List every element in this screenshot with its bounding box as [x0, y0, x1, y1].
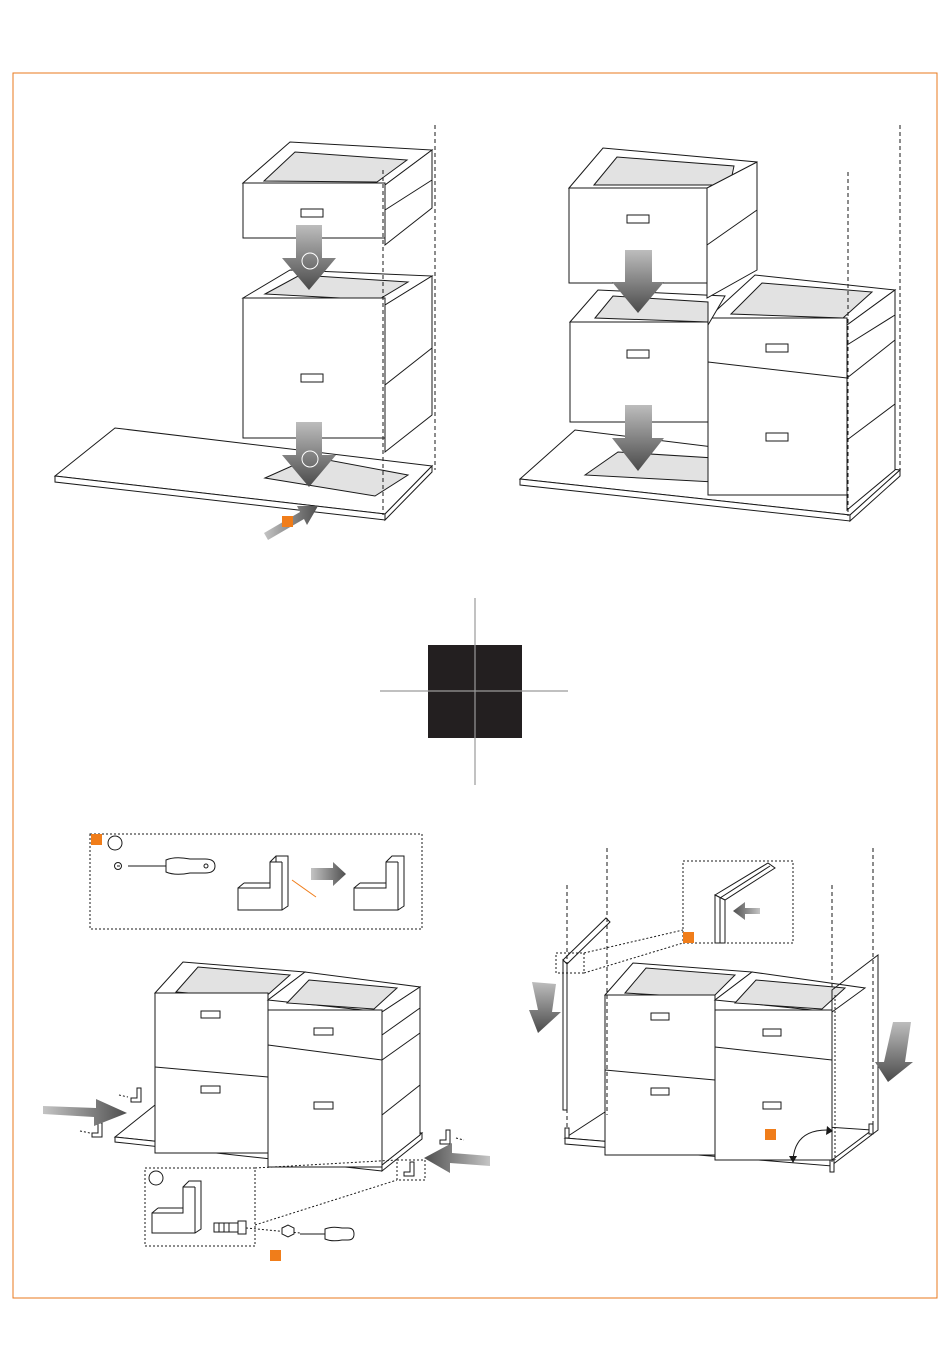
right-arrow-icon — [311, 862, 346, 886]
push-arrow-icon — [43, 1099, 127, 1126]
down-arrow-icon — [875, 1022, 913, 1082]
drawer-handle — [651, 1088, 669, 1095]
detail-inset — [683, 861, 793, 943]
cabinet-side — [385, 276, 432, 452]
push-arrow-icon — [733, 902, 760, 920]
drawer-handle — [763, 1029, 781, 1036]
registration-mark-icon — [380, 598, 568, 785]
push-arrow-icon — [424, 1143, 490, 1173]
step-marker — [91, 834, 102, 845]
drawer-handle — [301, 209, 323, 217]
drawer-handle — [651, 1013, 669, 1020]
cabinet-front — [243, 298, 385, 438]
bolt-icon — [214, 1221, 246, 1234]
step-marker — [282, 516, 293, 527]
l-bracket-icon — [354, 856, 404, 910]
screwdriver-icon — [300, 1227, 354, 1241]
pointer-line — [292, 880, 316, 897]
step-marker — [683, 932, 694, 943]
down-arrow-icon — [529, 982, 561, 1033]
drawer-handle — [314, 1028, 333, 1035]
step-bottom-right — [556, 848, 878, 1172]
l-bracket-icon — [238, 856, 288, 910]
step-top-left — [55, 125, 435, 520]
step-circle — [108, 836, 122, 850]
detail-inset — [90, 834, 422, 929]
drawer-handle — [627, 350, 649, 358]
side-panel-icon — [563, 918, 610, 1110]
nut-icon — [282, 1225, 294, 1237]
step-marker — [270, 1250, 281, 1261]
drawer-handle — [201, 1086, 220, 1093]
screwdriver-icon — [115, 858, 216, 875]
step-bottom-left — [80, 834, 464, 1246]
drawer-handle — [301, 374, 323, 382]
drawer-handle — [763, 1102, 781, 1109]
drawer-handle — [314, 1102, 333, 1109]
drawer-handle — [201, 1011, 220, 1018]
step-circle — [149, 1171, 163, 1185]
drawer-handle — [627, 215, 649, 223]
drawer-handle — [766, 433, 788, 441]
drawer-handle — [766, 344, 788, 352]
l-bracket-icon — [152, 1181, 201, 1233]
step-marker — [765, 1129, 776, 1140]
step-top-right — [520, 125, 900, 521]
